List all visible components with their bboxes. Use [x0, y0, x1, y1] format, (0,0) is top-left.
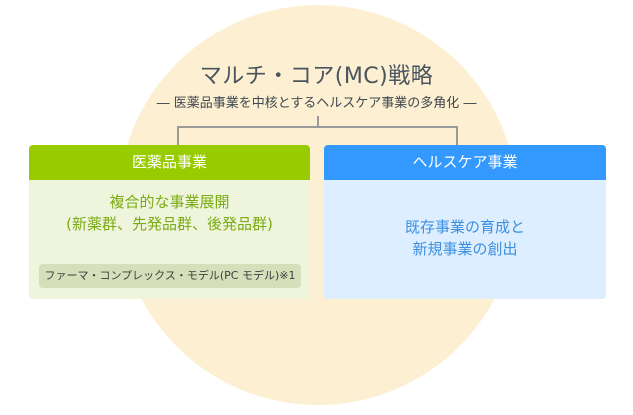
pharma-description-line2: (新薬群、先発品群、後発品群) — [66, 215, 273, 233]
pharma-complex-model-note: ファーマ・コンプレックス・モデル(PC モデル)※1 — [39, 264, 301, 288]
healthcare-description-line2: 新規事業の創出 — [412, 240, 518, 258]
connector-right-drop — [456, 126, 458, 145]
healthcare-business-box: ヘルスケア事業 既存事業の育成と 新規事業の創出 — [324, 145, 606, 299]
connector-left-drop — [177, 126, 179, 145]
pharma-business-header: 医薬品事業 — [29, 145, 310, 180]
healthcare-business-description: 既存事業の育成と 新規事業の創出 — [324, 216, 606, 260]
connector-stem — [317, 116, 319, 128]
diagram-subtitle: ― 医薬品事業を中核とするヘルスケア事業の多角化 ― — [156, 96, 477, 111]
pharma-description-line1: 複合的な事業展開 — [109, 193, 230, 211]
diagram-title: マルチ・コア(MC)戦略 — [199, 64, 434, 89]
connector-horizontal — [177, 126, 458, 128]
healthcare-description-line1: 既存事業の育成と — [404, 218, 525, 236]
healthcare-business-header: ヘルスケア事業 — [324, 145, 606, 180]
pharma-business-box: 医薬品事業 複合的な事業展開 (新薬群、先発品群、後発品群) ファーマ・コンプレ… — [29, 145, 310, 299]
pharma-business-description: 複合的な事業展開 (新薬群、先発品群、後発品群) — [29, 191, 310, 235]
